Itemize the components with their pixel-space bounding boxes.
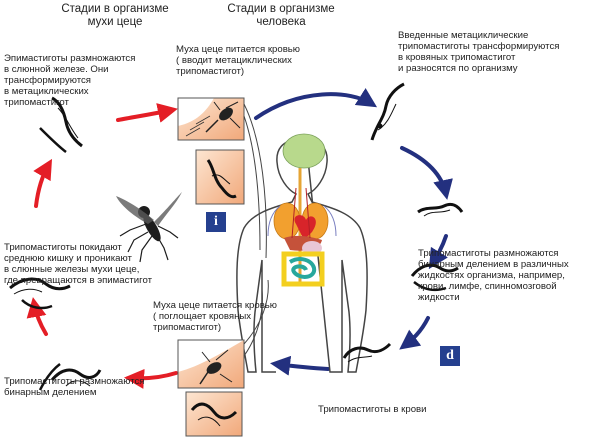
heart: [294, 215, 316, 240]
arrow-to-leave-midgut: [26, 297, 48, 336]
human-cycle-arrows: [254, 88, 453, 376]
human-silhouette: [236, 133, 368, 373]
step-1-label: Муха цеце питается кровью ( вводит метац…: [176, 44, 300, 77]
fly-cycle-arrows: [26, 103, 178, 389]
midgut-trypomastigote-form: [38, 363, 102, 391]
migrating-trypomastigote-form: [9, 277, 71, 310]
step-7-label: Трипомастиготы покидают среднюю кишку и …: [4, 242, 152, 286]
human-stages-header: Стадии в организме человека: [227, 3, 335, 28]
arrow-to-fly-meal: [270, 355, 330, 376]
epimastigote-form: [39, 96, 83, 153]
large-intestine: [281, 251, 325, 287]
step-5-label: Муха цеце питается кровью ( поглощает кр…: [153, 300, 277, 333]
step-4-label: Трипомастиготы в крови: [318, 404, 427, 415]
trypomastigote-inset-bottom: [185, 391, 243, 437]
arrow-to-bloodstream: [400, 146, 453, 200]
parasite-forms-fly: [9, 96, 102, 391]
blood-vessels: [291, 187, 311, 239]
infective-stage-badge: i: [206, 212, 226, 232]
lymph-vessels: [267, 205, 337, 237]
step-2-label: Введенные метациклические трипомастиготы…: [398, 30, 560, 74]
parasite-forms-human: [342, 82, 464, 363]
small-intestine: [288, 257, 317, 279]
step-6-label: Трипомастиготы размножаются бинарным дел…: [4, 376, 145, 398]
step-8-label: Эпимастиготы размножаются в слюнной желе…: [4, 53, 136, 108]
arrow-to-fly-bite: [116, 103, 178, 123]
fly-bite-inset-bottom: [177, 339, 245, 389]
blood-trypomastigote-form: [342, 342, 392, 363]
arrow-to-midgut-multiplication: [124, 368, 178, 389]
arrow-to-blood-forms: [399, 316, 430, 350]
fly-stages-header: Стадии в организме мухи цеце: [61, 3, 169, 28]
brain: [282, 133, 326, 169]
dividing-trypomastigote-form: [410, 263, 459, 292]
metacyclic-trypomastigote-form: [370, 82, 405, 141]
connector-lines-top: [243, 103, 267, 259]
step-3-label: Трипомастиготы размножаются бинарным дел…: [418, 248, 569, 303]
tsetse-fly-illustration: [116, 192, 182, 263]
connector-lines-bottom: [243, 279, 269, 357]
arrow-to-salivary-gland: [33, 158, 53, 208]
diagnostic-stage-badge: d: [440, 346, 460, 366]
fly-bite-inset-top: [177, 97, 245, 141]
metacyclic-inset-top: [195, 149, 245, 205]
bloodstream-trypomastigote-form: [417, 202, 464, 217]
arrow-to-multiplication: [428, 234, 448, 270]
arrow-fly-bite-to-blood: [254, 88, 378, 120]
